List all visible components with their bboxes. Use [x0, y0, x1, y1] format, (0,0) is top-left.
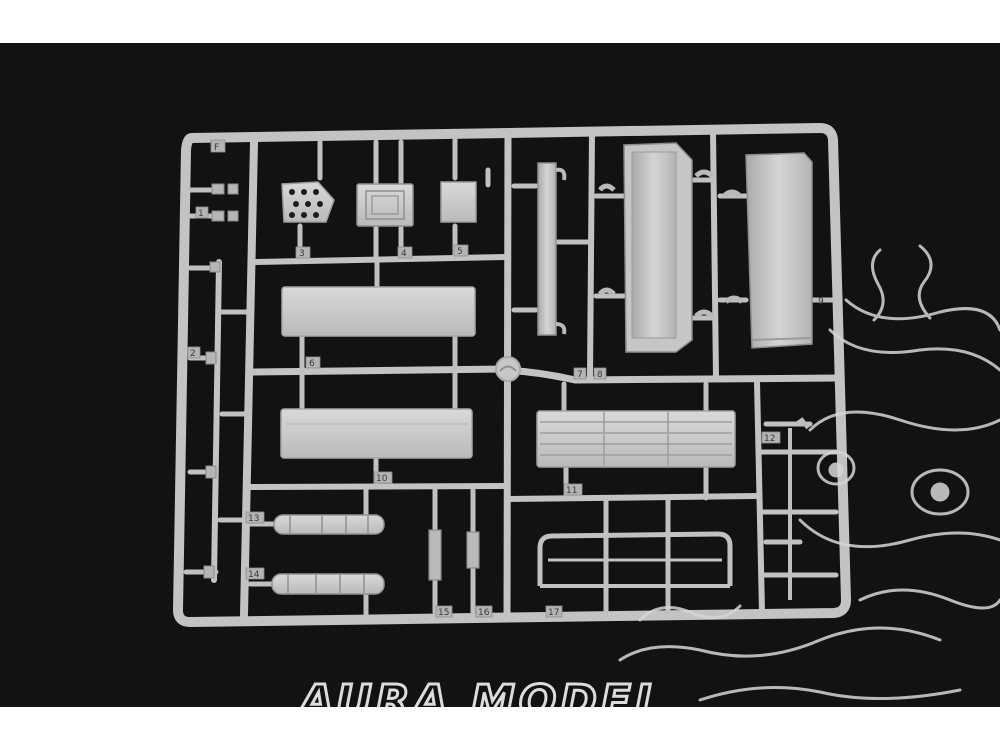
- tag-7: 7: [577, 370, 583, 380]
- tag-15: 15: [438, 608, 449, 618]
- tag-12: 12: [764, 434, 775, 444]
- sprue-photo: F 1 2 3 4 5 6 7 8 9 10 11 12 13 14 15 16…: [0, 43, 1000, 729]
- sprue-letter: F: [214, 143, 219, 153]
- sprue-frame: [173, 123, 851, 627]
- tag-5: 5: [457, 247, 463, 257]
- tag-3: 3: [299, 249, 305, 259]
- tag-17: 17: [548, 608, 559, 618]
- tag-6: 6: [309, 359, 315, 369]
- kit-parts: [203, 142, 813, 600]
- watermark-mascot-icon: [618, 244, 1000, 702]
- tag-4: 4: [401, 249, 407, 259]
- tag-13: 13: [248, 514, 259, 524]
- tag-10: 10: [376, 474, 388, 484]
- tag-1: 1: [198, 209, 204, 219]
- part-number-tags: F 1 2 3 4 5 6 7 8 9 10 11 12 13 14 15 16…: [187, 139, 824, 618]
- tag-8: 8: [597, 370, 603, 380]
- tag-2: 2: [190, 349, 196, 359]
- tag-14: 14: [248, 570, 260, 580]
- sprue-hub: [495, 356, 521, 382]
- tag-16: 16: [478, 608, 490, 618]
- tag-9: 9: [818, 297, 824, 307]
- watermark-text: AURA MODEL: [297, 676, 667, 707]
- sprue-svg: F 1 2 3 4 5 6 7 8 9 10 11 12 13 14 15 16…: [173, 123, 1000, 729]
- tag-11: 11: [566, 486, 577, 496]
